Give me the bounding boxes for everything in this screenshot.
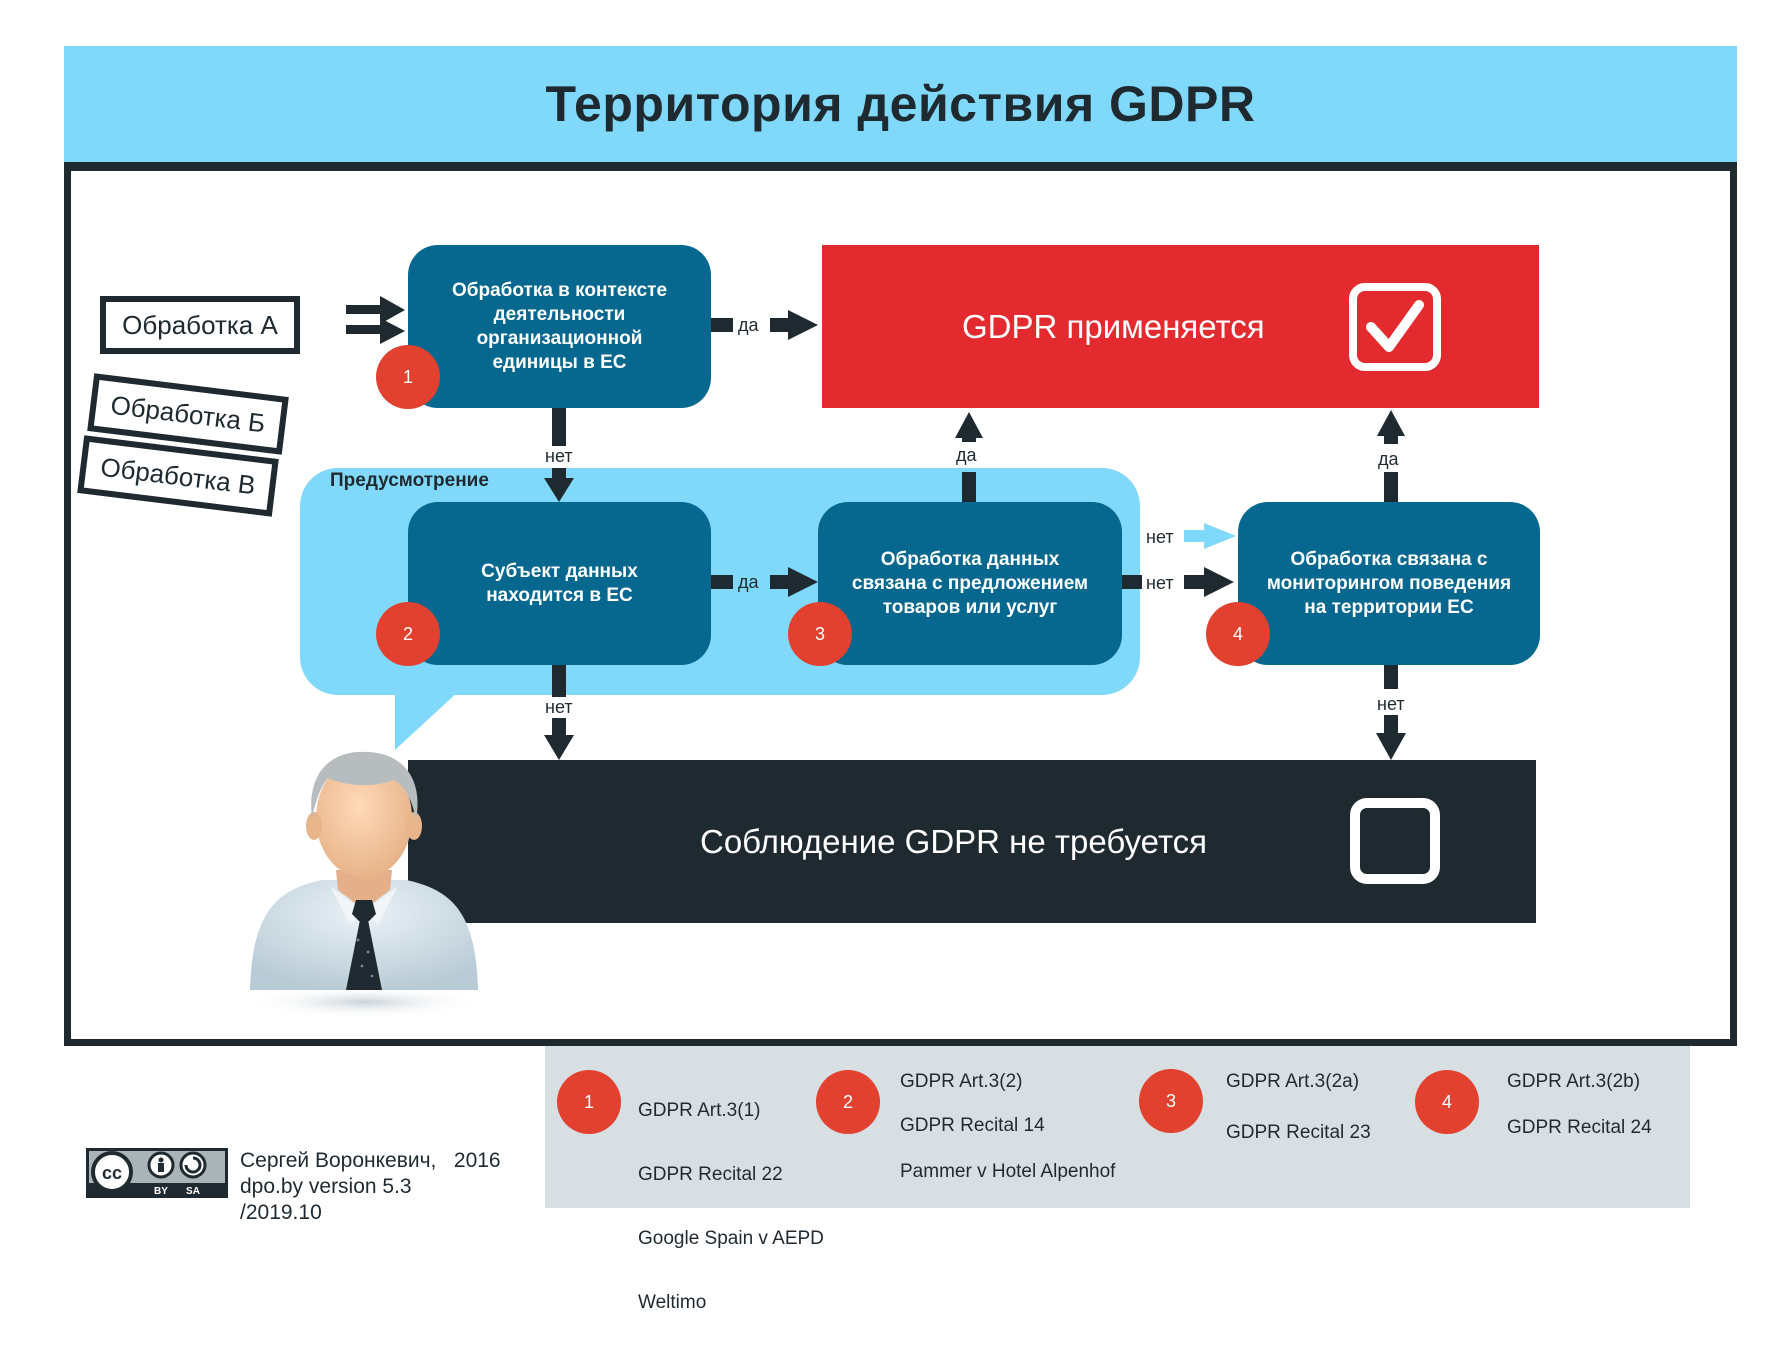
ref-badge-4: 4 [1415,1070,1479,1134]
node-badge-2-text: 2 [402,623,413,644]
ref-1-list: GDPR Art.3(1) GDPR Recital 22 Google Spa… [638,1063,824,1351]
ref-2-line-2: GDPR Recital 14 [900,1115,1045,1136]
node-badge-1: 1 [376,345,440,409]
ref-1-line-3: Google Spain v AEPD [638,1228,824,1249]
empty-checkbox-icon [1350,798,1440,884]
input-tag-a-label: Обработка А [122,309,278,340]
ref-2-line-1: GDPR Art.3(2) [900,1071,1023,1092]
edge-label-2-yes: да [738,572,759,592]
ref-4-line-2: GDPR Recital 24 [1507,1117,1652,1138]
input-tag-a: Обработка А [100,296,300,354]
page-title: Территория действия GDPR [545,76,1256,132]
credit-year: 2016 [453,1149,501,1172]
edge-label-3-no-upper: нет [1146,527,1174,547]
ref-badge-4-text: 4 [1441,1091,1452,1112]
ref-badge-2: 2 [816,1070,880,1134]
flow-arrows [346,296,1406,760]
edge-label-1-no: нет [545,446,573,466]
ref-badge-1: 1 [557,1070,621,1134]
ref-1-line-4: Weltimo [638,1292,707,1313]
foresight-label: Предусмотрение [330,470,489,491]
ref-badge-1-text: 1 [583,1091,594,1112]
credits: Сергей Воронкевич, 2016 dpo.by version 5… [240,1148,501,1226]
license-by-text: BY [154,1186,168,1197]
ref-2-line-3: Pammer v Hotel Alpenhof [900,1161,1116,1182]
decision-node-4: Обработка связана с мониторингом поведен… [1238,502,1540,665]
callout-tail [395,690,460,750]
decision-node-3: Обработка данных связана с предложением … [818,502,1122,665]
decision-node-2-text: Субъект данных находится в ЕС [481,560,638,606]
ref-badge-2-text: 2 [842,1091,853,1112]
outcome-gdpr-not-required: Соблюдение GDPR не требуется [408,760,1536,923]
node-badge-1-text: 1 [402,366,413,387]
ref-badge-3: 3 [1139,1069,1203,1133]
license-cc-text: cc [102,1163,122,1183]
edge-label-3-no: нет [1146,573,1174,593]
decision-node-1: Обработка в контексте деятельности орган… [408,245,711,408]
node-badge-3: 3 [788,602,852,666]
edge-label-3-yes: да [956,445,977,465]
outcome-gdpr-not-required-text: Соблюдение GDPR не требуется [700,822,1208,860]
credit-date: /2019.10 [240,1201,322,1224]
credit-version: dpo.by version 5.3 [240,1175,412,1198]
credit-author: Сергей Воронкевич, [240,1149,437,1172]
edge-label-2-no: нет [545,697,573,717]
node-badge-2: 2 [376,602,440,666]
checked-checkbox-icon [1349,283,1441,371]
node-badge-4-text: 4 [1232,623,1243,644]
ref-3-line-1: GDPR Art.3(2a) [1226,1071,1360,1092]
edge-label-4-no: нет [1377,694,1405,714]
edge-label-4-yes: да [1378,449,1399,469]
outcome-gdpr-applies-text: GDPR применяется [962,307,1265,345]
license-sa-text: SA [186,1186,200,1197]
creative-commons-by-sa-icon: cc BY SA [86,1148,228,1198]
ref-3-line-2: GDPR Recital 23 [1226,1122,1371,1143]
ref-1-line-2: GDPR Recital 22 [638,1164,783,1185]
decision-node-1-text: Обработка в контексте деятельности орган… [451,279,668,373]
person-icon [246,751,482,1018]
decision-node-4-text: Обработка связана с мониторингом поведен… [1266,548,1512,618]
ref-4-line-1: GDPR Art.3(2b) [1507,1071,1641,1092]
title-bar: Территория действия GDPR [64,46,1737,162]
decision-node-3-text: Обработка данных связана с предложением … [851,548,1089,618]
node-badge-3-text: 3 [814,623,825,644]
node-badge-4: 4 [1206,602,1270,666]
ref-badge-3-text: 3 [1165,1090,1176,1111]
decision-node-2: Субъект данных находится в ЕС [408,502,711,665]
ref-1-line-1: GDPR Art.3(1) [638,1100,761,1121]
references-panel [545,1046,1690,1208]
edge-label-1-yes: да [738,315,759,335]
